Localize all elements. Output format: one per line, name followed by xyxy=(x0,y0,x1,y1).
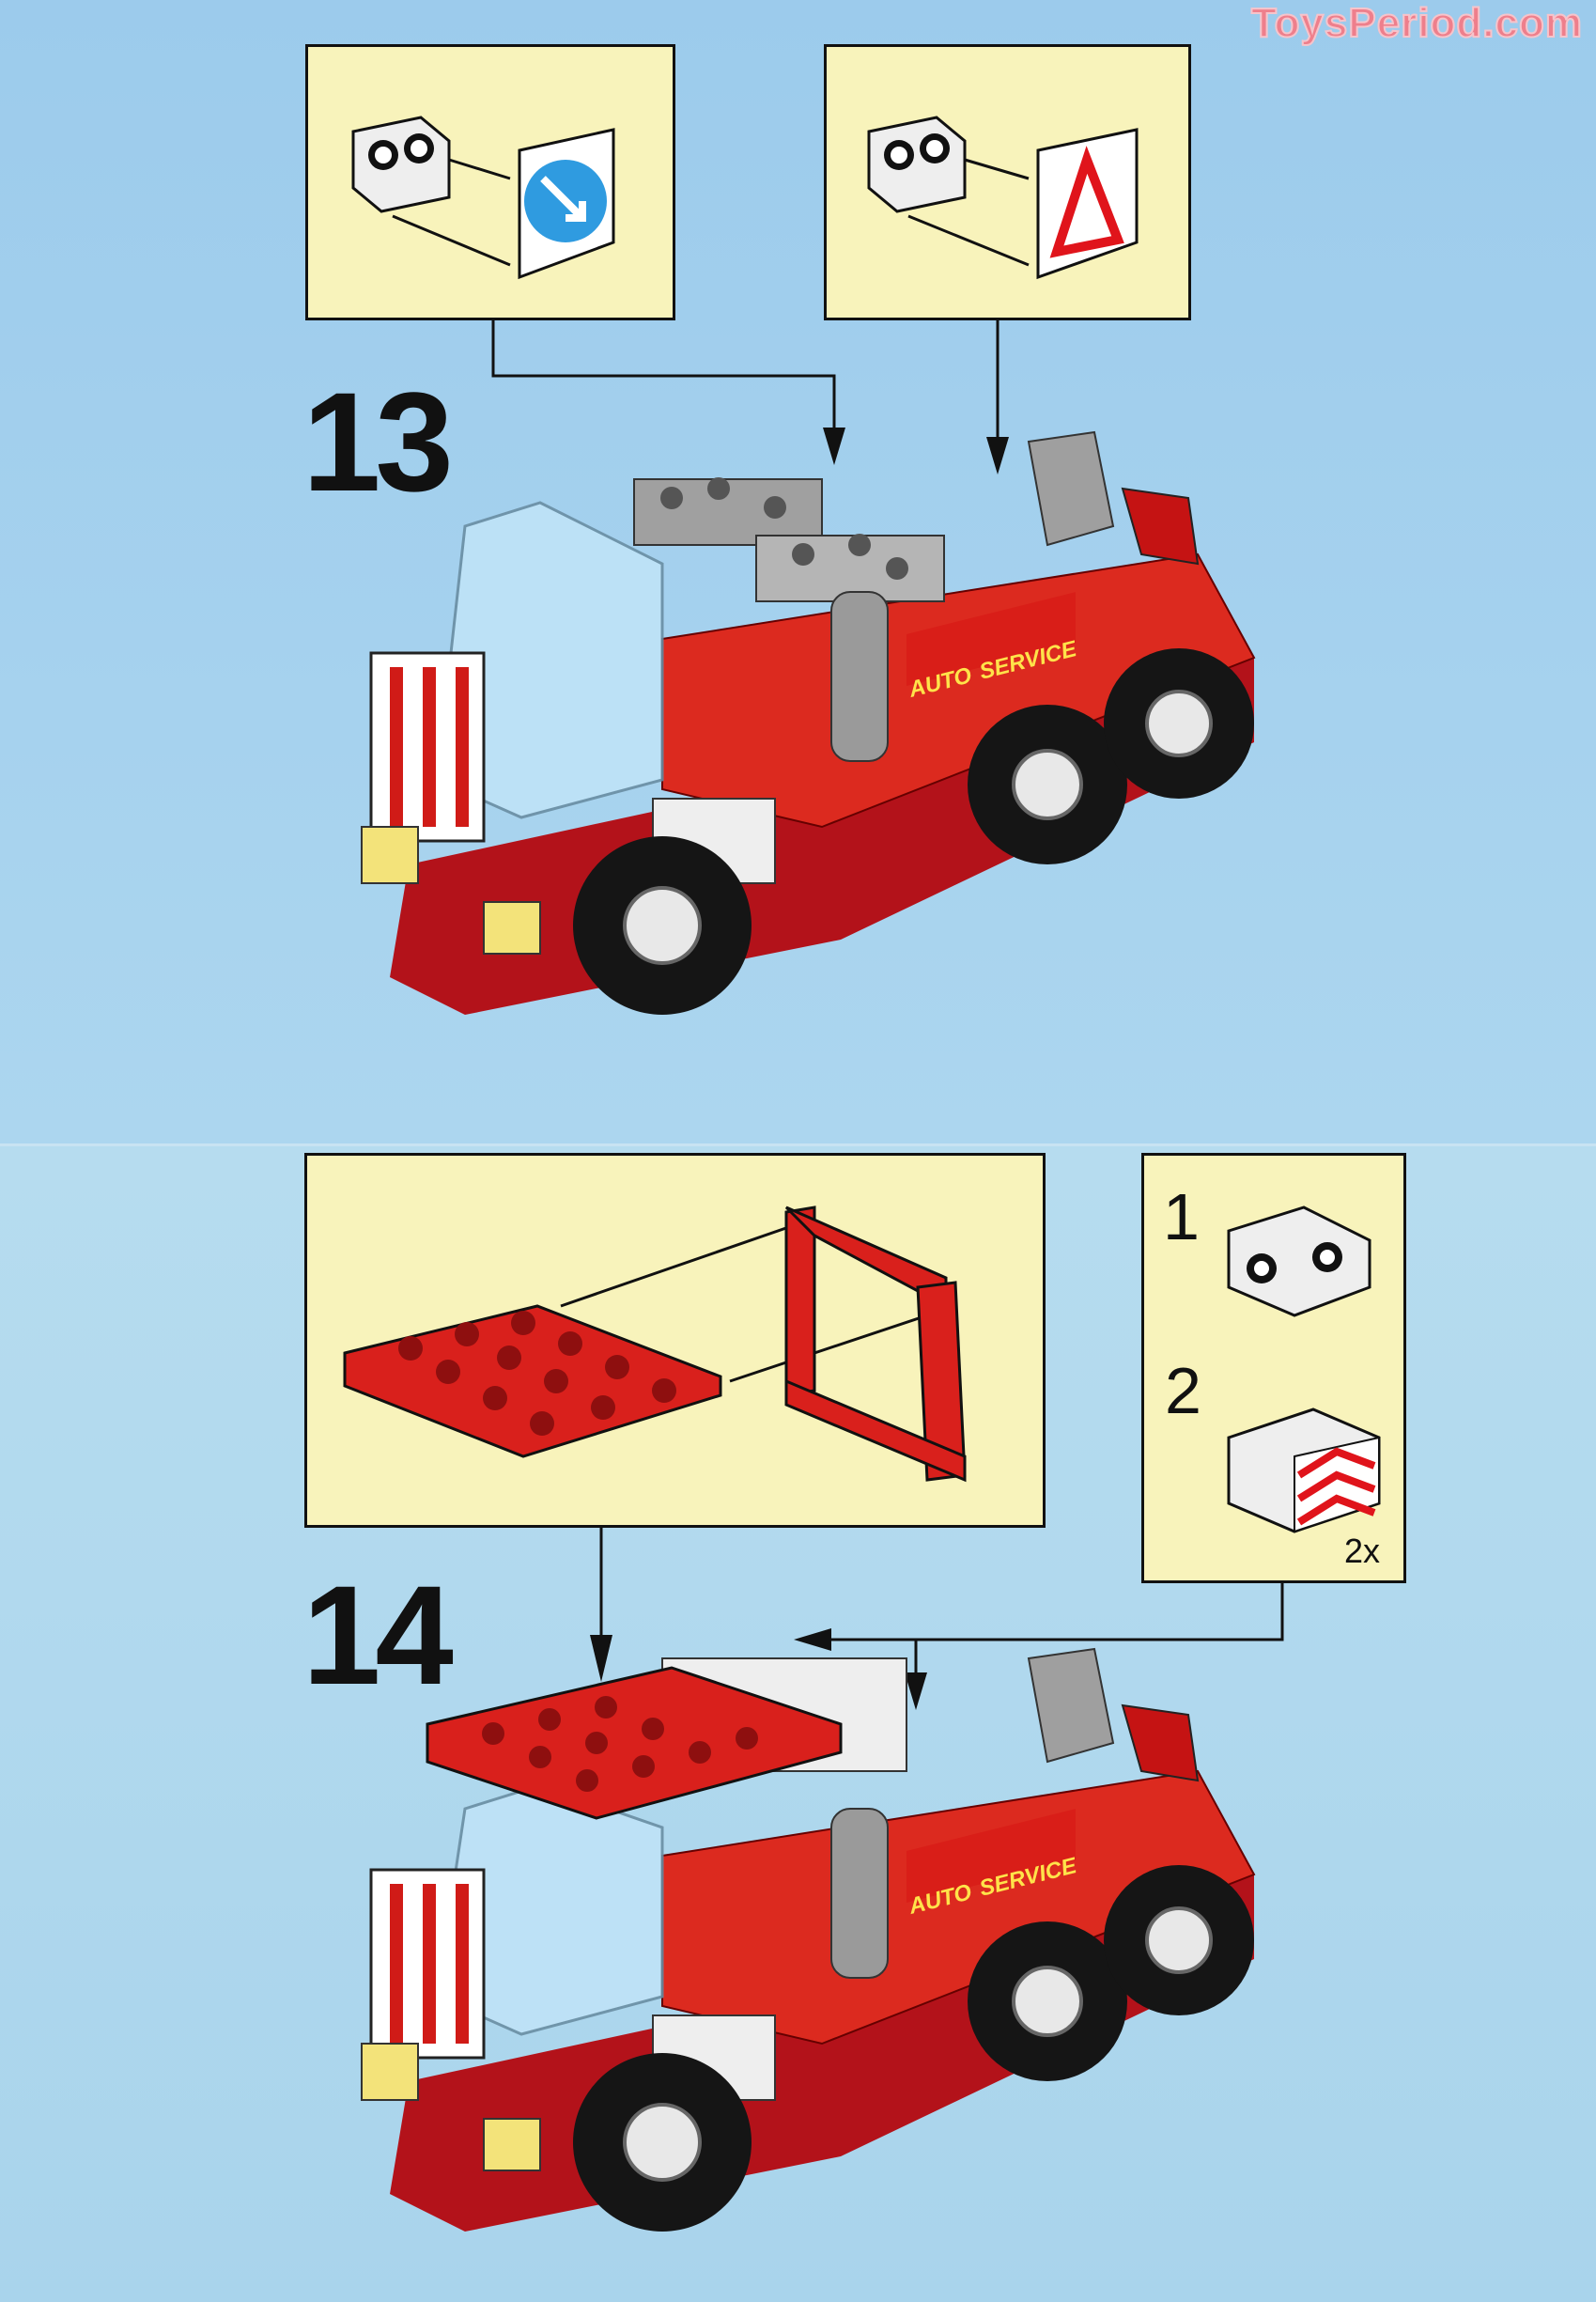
step-number-14: 14 xyxy=(302,1556,454,1714)
wheel xyxy=(573,836,752,1015)
red-plate-icon xyxy=(343,1304,722,1458)
subassembly-step-1: 1 xyxy=(1163,1180,1200,1253)
wheel xyxy=(968,705,1127,864)
brick-1x2-icon xyxy=(867,116,967,213)
red-roof-plate xyxy=(426,1666,843,1820)
headlight-brick-icon xyxy=(1227,1205,1371,1317)
blue-sign-tile-icon xyxy=(518,128,615,280)
truck-model-step-14: AUTO SERVICE xyxy=(361,1647,1256,2232)
callout-blue-sign xyxy=(305,44,675,320)
watermark: ToysPeriod.com xyxy=(1250,0,1583,47)
subassembly-step-2: 2 xyxy=(1165,1354,1201,1427)
callout-subassembly: 1 2 2x xyxy=(1141,1153,1406,1583)
auto-service-sticker: AUTO SERVICE xyxy=(906,1809,1080,1920)
warning-triangle-tile-icon xyxy=(1036,128,1139,280)
sign-assembly-diagram xyxy=(351,116,615,280)
plate-frame-assembly-diagram xyxy=(343,1205,967,1483)
step-13-arrows xyxy=(491,320,1009,474)
wheel xyxy=(968,1921,1127,2081)
sign-assembly-diagram xyxy=(867,116,1139,280)
truck-model-step-13: AUTO SERVICE xyxy=(361,430,1256,1015)
fold-line xyxy=(0,1143,1596,1146)
wheel xyxy=(1104,648,1254,799)
red-frame-icon xyxy=(784,1205,967,1483)
subassembly-diagram xyxy=(1227,1205,1381,1533)
step-number-13: 13 xyxy=(302,363,454,521)
brick-1x2-icon xyxy=(351,116,451,213)
quantity-label: 2x xyxy=(1344,1532,1381,1570)
chevron-striped-brick-icon xyxy=(1227,1408,1381,1533)
callout-plate-and-frame xyxy=(304,1153,1046,1528)
wheel xyxy=(1104,1865,1254,2015)
wheel xyxy=(573,2053,752,2232)
callout-warning-sign xyxy=(824,44,1191,320)
